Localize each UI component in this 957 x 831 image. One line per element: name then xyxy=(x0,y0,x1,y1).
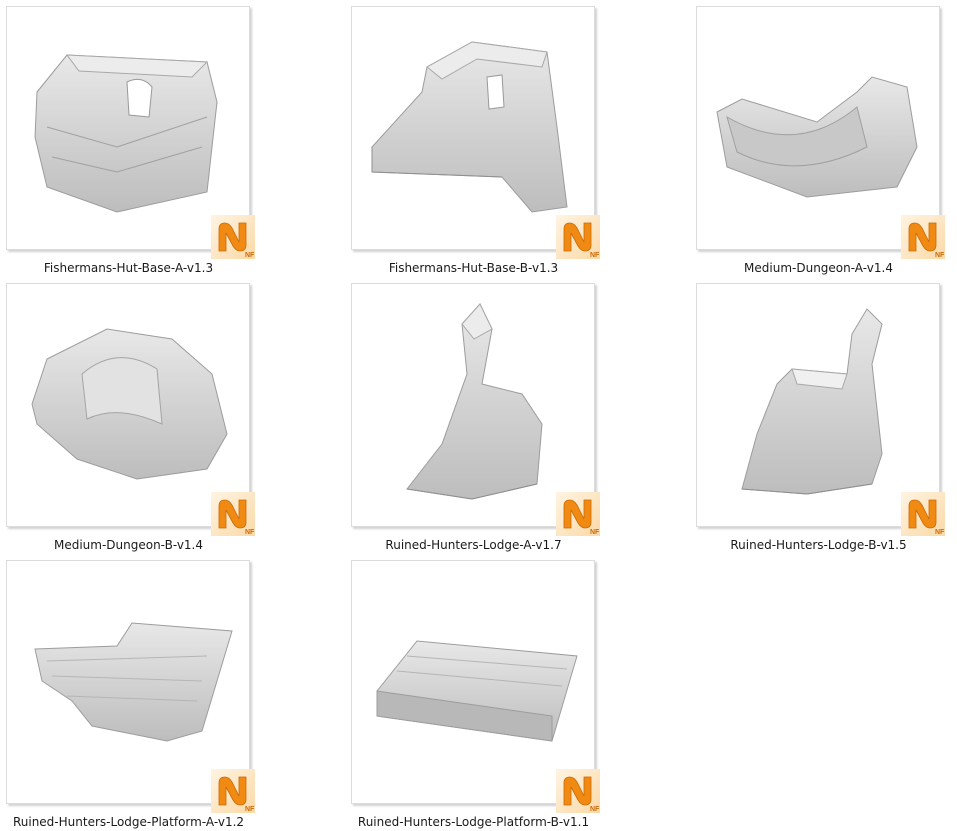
nf-app-icon xyxy=(556,769,600,813)
file-name-label[interactable]: Ruined-Hunters-Lodge-Platform-A-v1.2 xyxy=(12,815,245,829)
file-name-label[interactable]: Ruined-Hunters-Lodge-A-v1.7 xyxy=(385,538,562,552)
file-name-label[interactable]: Medium-Dungeon-B-v1.4 xyxy=(53,538,204,552)
platform-a-model-icon xyxy=(34,622,233,742)
platform-b-model-icon xyxy=(376,640,578,742)
file-thumbnail[interactable] xyxy=(6,283,250,527)
file-item[interactable]: Fishermans-Hut-Base-B-v1.3 xyxy=(351,6,596,276)
file-name-label[interactable]: Fishermans-Hut-Base-B-v1.3 xyxy=(388,261,559,275)
fishermans-hut-a-model-icon xyxy=(34,54,218,213)
file-thumbnail[interactable] xyxy=(696,6,940,250)
nf-app-icon xyxy=(901,215,945,259)
file-name-label[interactable]: Medium-Dungeon-A-v1.4 xyxy=(744,261,893,275)
file-item[interactable]: Fishermans-Hut-Base-A-v1.3 xyxy=(6,6,251,276)
nf-app-icon xyxy=(211,769,255,813)
file-thumbnail[interactable] xyxy=(6,560,250,804)
medium-dungeon-b-model-icon xyxy=(31,328,228,480)
fishermans-hut-b-model-icon xyxy=(371,41,568,213)
file-thumbnail[interactable] xyxy=(351,560,595,804)
file-thumbnail[interactable] xyxy=(696,283,940,527)
nf-app-icon xyxy=(211,492,255,536)
file-thumbnail[interactable] xyxy=(351,283,595,527)
nf-app-icon xyxy=(901,492,945,536)
file-name-label[interactable]: Ruined-Hunters-Lodge-Platform-B-v1.1 xyxy=(357,815,590,829)
file-item[interactable]: Ruined-Hunters-Lodge-Platform-A-v1.2 xyxy=(6,560,251,830)
nf-app-icon xyxy=(211,215,255,259)
file-name-label[interactable]: Ruined-Hunters-Lodge-B-v1.5 xyxy=(730,538,907,552)
file-item[interactable]: Ruined-Hunters-Lodge-B-v1.5 xyxy=(696,283,941,553)
file-item[interactable]: Medium-Dungeon-B-v1.4 xyxy=(6,283,251,553)
file-item[interactable]: Medium-Dungeon-A-v1.4 xyxy=(696,6,941,276)
file-item[interactable]: Ruined-Hunters-Lodge-A-v1.7 xyxy=(351,283,596,553)
file-thumbnail[interactable] xyxy=(6,6,250,250)
ruined-hunters-lodge-b-model-icon xyxy=(741,308,883,495)
nf-app-icon xyxy=(556,215,600,259)
file-name-label[interactable]: Fishermans-Hut-Base-A-v1.3 xyxy=(43,261,214,275)
file-thumbnail[interactable] xyxy=(351,6,595,250)
nf-app-icon xyxy=(556,492,600,536)
medium-dungeon-a-model-icon xyxy=(716,76,918,198)
ruined-hunters-lodge-a-model-icon xyxy=(406,303,543,500)
file-item[interactable]: Ruined-Hunters-Lodge-Platform-B-v1.1 xyxy=(351,560,596,830)
